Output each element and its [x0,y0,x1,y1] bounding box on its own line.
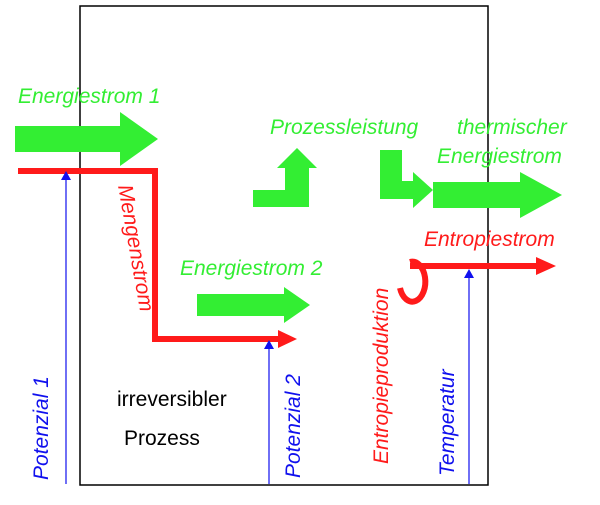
temperatur-label: Temperatur [436,368,459,476]
thermischer-energiestrom-arrow [380,150,433,208]
potenzial-2-label: Potenzial 2 [282,374,305,478]
potenzial-1-label: Potenzial 1 [30,376,53,480]
energiestrom-2-label: Energiestrom 2 [180,257,323,280]
thermischer-energiestrom-label: Energiestrom [437,145,562,168]
entropiestrom-label: Entropiestrom [424,228,555,251]
thermischer-label: thermischer [457,116,568,139]
entropieproduktion-label: Entropieproduktion [370,288,393,464]
entropiestrom-arrowhead [536,257,556,275]
potenzial-1-arrowhead [61,171,71,180]
process-box [79,5,489,486]
prozessleistung-label: Prozessleistung [270,116,419,139]
prozessleistung-arrow [253,148,317,207]
energiestrom-2-arrow [197,287,310,323]
mengenstrom-label: Mengenstrom [113,183,158,313]
energiestrom-1-arrow [15,112,158,166]
mengenstrom-line [18,168,280,342]
mengenstrom-arrowhead [278,330,297,348]
prozess-label: Prozess [124,427,200,450]
thermischer-energiestrom-long-arrow [433,172,562,218]
energiestrom-1-label: Energiestrom 1 [18,85,160,108]
irreversibler-label: irreversibler [117,388,227,411]
potenzial-2-arrowhead [264,340,274,349]
temperatur-arrowhead [464,269,474,278]
